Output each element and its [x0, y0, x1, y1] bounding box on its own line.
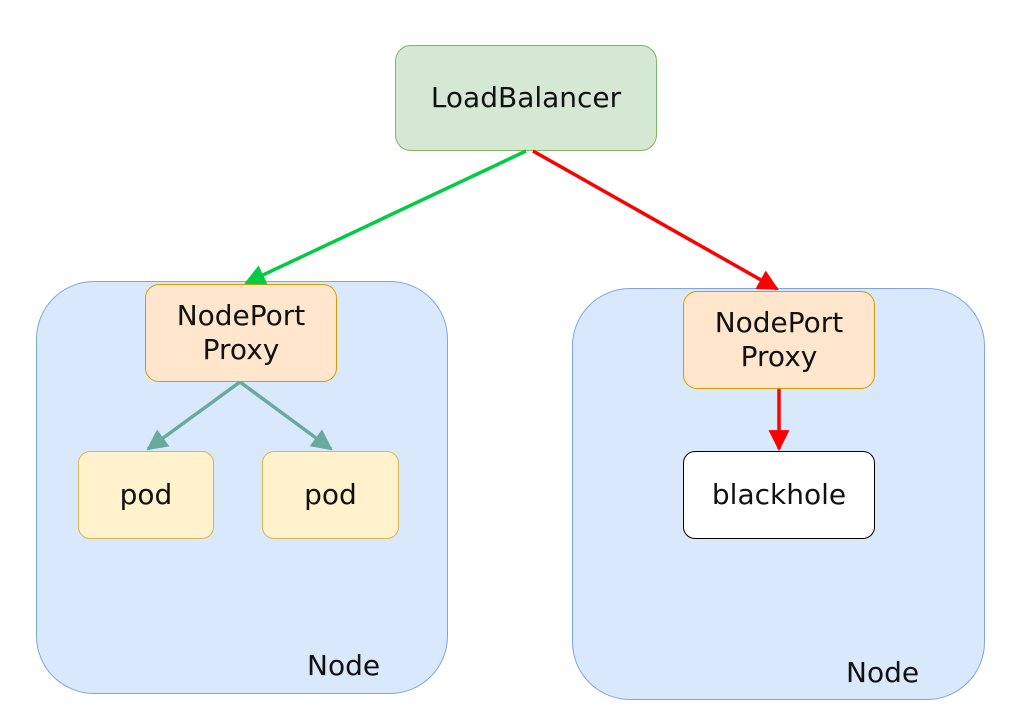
pod-box-2: pod — [262, 451, 399, 539]
pod-box-1: pod — [78, 451, 214, 539]
load-balancer-box: LoadBalancer — [395, 45, 657, 151]
left-node-label: Node — [307, 649, 381, 682]
load-balancer-label: LoadBalancer — [430, 81, 622, 115]
right-nodeport-proxy-label: NodePort Proxy — [714, 306, 844, 373]
lb-to-right-proxy-arrow — [532, 149, 779, 291]
right-node-label: Node — [846, 656, 920, 689]
blackhole-box: blackhole — [683, 451, 875, 539]
pod-label-2: pod — [304, 478, 357, 512]
left-nodeport-proxy-label: NodePort Proxy — [176, 299, 306, 366]
lb-to-left-proxy-arrow — [244, 149, 527, 285]
blackhole-label: blackhole — [711, 478, 847, 512]
left-nodeport-proxy-box: NodePort Proxy — [145, 284, 337, 382]
pod-label-1: pod — [119, 478, 173, 512]
right-nodeport-proxy-box: NodePort Proxy — [683, 291, 875, 389]
